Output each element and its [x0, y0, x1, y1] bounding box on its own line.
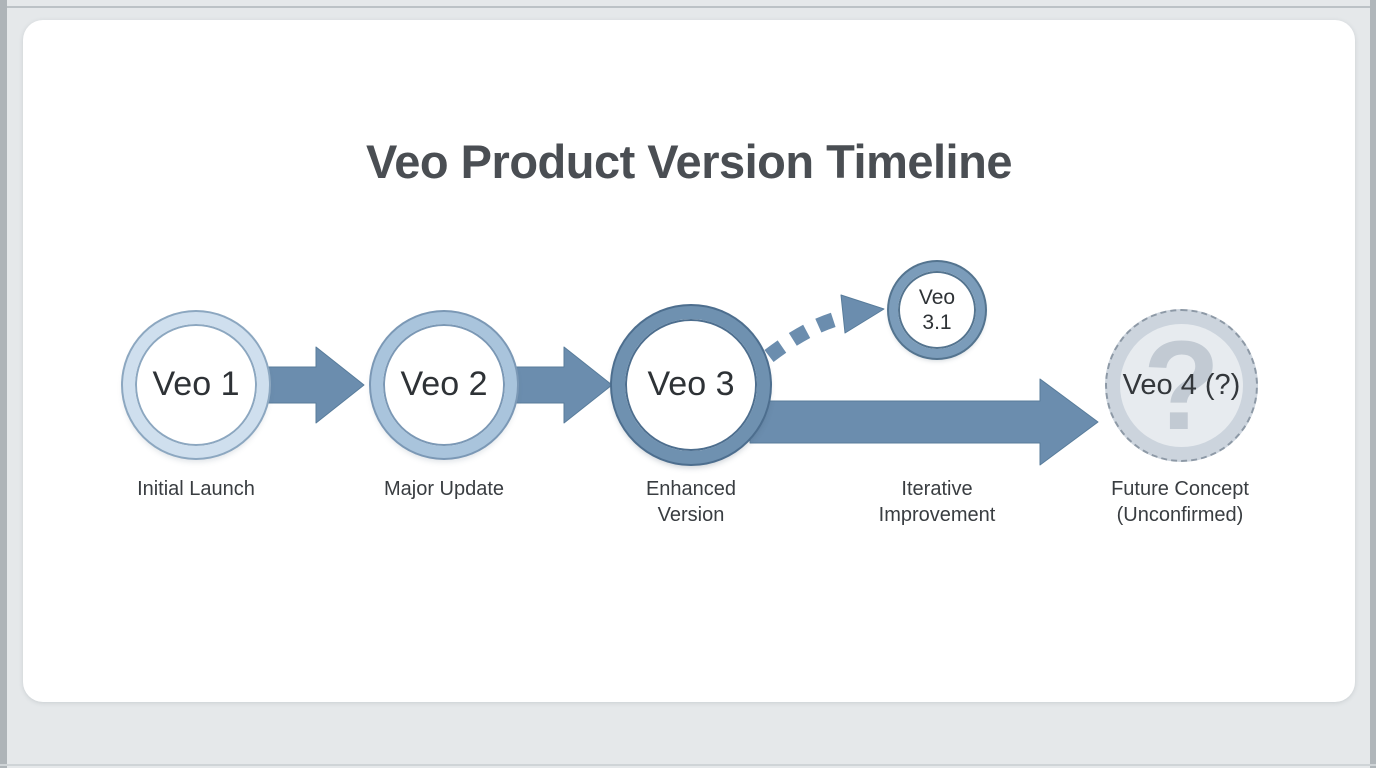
window-edge-top — [0, 6, 1376, 8]
timeline-node-veo4: ? Veo 4 (?) — [1105, 309, 1258, 462]
node-label-veo4: Veo 4 (?) — [1122, 368, 1241, 401]
node-caption-veo4: Future Concept (Unconfirmed) — [1111, 478, 1249, 526]
node-caption-veo2: Major Update — [383, 478, 505, 500]
window-edge-right — [1370, 0, 1376, 768]
node-label-veo2: Veo 2 — [400, 365, 488, 404]
node-label-veo3: Veo 3 — [647, 365, 735, 404]
window-edge-bottom — [0, 764, 1376, 766]
node-label-veo1: Veo 1 — [152, 365, 240, 404]
question-mark-watermark: ? — [1143, 314, 1220, 456]
window-edge-left — [0, 0, 7, 768]
page-title: Veo Product Version Timeline — [366, 135, 1012, 188]
timeline-node-veo1: Veo 1 — [123, 312, 269, 458]
node-caption-veo1: Initial Launch — [137, 478, 255, 500]
timeline-node-veo31: Veo 3.1 — [889, 262, 985, 358]
future-node-inner-circle — [1120, 324, 1243, 447]
node-label-veo31: Veo 3.1 — [918, 286, 956, 334]
timeline-node-veo3: Veo 3 — [612, 306, 770, 464]
node-caption-veo31: Iterative Improvement — [878, 478, 996, 526]
timeline-node-veo2: Veo 2 — [371, 312, 517, 458]
node-caption-veo3: Enhanced Version — [645, 478, 737, 526]
